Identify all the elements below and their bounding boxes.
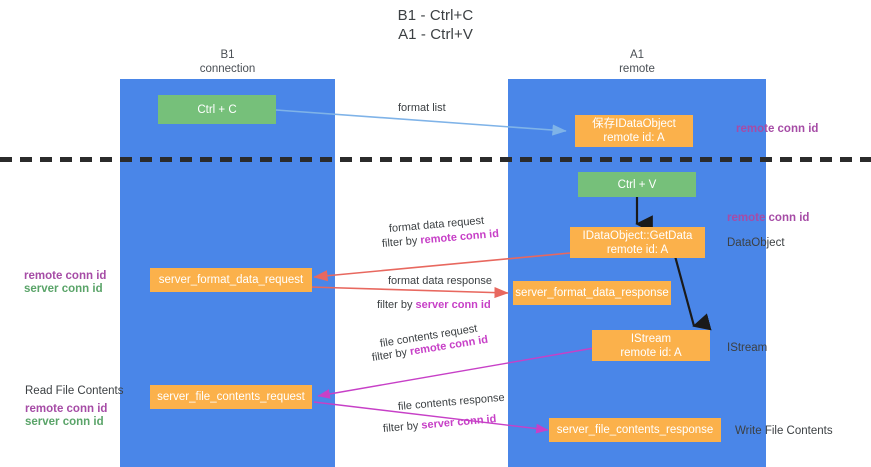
edge-file-contents-request — [317, 347, 595, 399]
column-header-a1-name: A1 — [629, 49, 645, 61]
edge-label-format-data-response: format data response — [388, 274, 492, 288]
node-idataobject-getdata[interactable]: IDataObject::GetData remote id: A — [570, 227, 705, 258]
filter-by-prefix: filter by — [382, 419, 422, 435]
annotation-text: server conn id — [24, 283, 103, 295]
node-server-file-contents-request[interactable]: server_file_contents_request — [150, 385, 312, 409]
annotation-text: DataObject — [727, 237, 785, 249]
node-ctrl-c-label: Ctrl + C — [197, 103, 237, 116]
annotation-text: server conn id — [25, 416, 104, 428]
title-line-1: B1 - Ctrl+C — [397, 7, 474, 24]
column-header-b1-role: connection — [199, 62, 256, 75]
edge-format-data-response — [309, 286, 509, 299]
page-title: B1 - Ctrl+C A1 - Ctrl+V — [0, 6, 871, 44]
annotation-text: Read File Contents — [25, 385, 124, 397]
annotation-text: IStream — [727, 342, 768, 354]
node-server-file-contents-response[interactable]: server_file_contents_response — [549, 418, 721, 442]
filter-key-server-conn-id: server conn id — [415, 299, 491, 311]
annotation-istream: IStream — [727, 341, 767, 355]
column-header-a1: A1 remote — [508, 49, 766, 76]
annotation-dataobject: DataObject — [727, 236, 785, 250]
filter-by-prefix: filter by — [381, 234, 421, 250]
node-server-format-data-request-label: server_format_data_request — [158, 274, 304, 286]
annotation-text: Write File Contents — [735, 425, 833, 437]
node-server-format-data-response[interactable]: server_format_data_response — [513, 281, 671, 305]
node-server-file-contents-request-label: server_file_contents_request — [157, 391, 305, 403]
annotation-text: remote conn id — [727, 212, 810, 224]
node-server-format-data-response-label: server_format_data_response — [515, 287, 669, 299]
filter-by-prefix: filter by — [377, 299, 416, 311]
phase-divider — [0, 157, 871, 162]
annotation-read-file-contents: Read File Contents — [25, 384, 123, 398]
annotation-remote-conn-id-top: remote conn id — [736, 122, 818, 136]
annotation-text: remote conn id — [24, 270, 107, 282]
node-istream[interactable]: IStream remote id: A — [592, 330, 710, 361]
node-server-format-data-request[interactable]: server_format_data_request — [150, 268, 312, 292]
node-server-file-contents-response-label: server_file_contents_response — [556, 424, 714, 436]
node-istream-line1: IStream — [630, 332, 672, 345]
annotation-remote-conn-id-mid: remote conn id — [727, 211, 809, 225]
annotation-left-remote-conn-id-mid: remote conn id — [24, 269, 106, 283]
edge-label-format-data-response-text: format data response — [388, 275, 492, 287]
edge-format-data-request — [313, 252, 571, 282]
annotation-left-remote-conn-id-bottom: remote conn id — [25, 402, 107, 416]
node-save-idataobject-line2: remote id: A — [603, 132, 665, 144]
annotation-text: remote conn id — [25, 403, 108, 415]
edge-file-contents-response — [313, 401, 549, 434]
edge-label-format-data-response-filter: filter by server conn id — [377, 298, 491, 312]
column-header-b1: B1 connection — [120, 49, 335, 76]
column-header-a1-role: remote — [619, 62, 655, 75]
annotation-left-server-conn-id-bottom: server conn id — [25, 415, 104, 429]
node-istream-line2: remote id: A — [620, 346, 682, 359]
edge-label-format-list: format list — [398, 101, 446, 115]
edge-format-list — [275, 109, 567, 136]
title-line-2: A1 - Ctrl+V — [398, 26, 473, 43]
annotation-left-server-conn-id-mid: server conn id — [24, 282, 103, 296]
node-save-idataobject[interactable]: 保存IDataObject remote id: A — [575, 115, 693, 147]
annotation-write-file-contents: Write File Contents — [735, 424, 833, 438]
node-save-idataobject-line1: 保存IDataObject — [592, 118, 676, 130]
node-idataobject-getdata-line1: IDataObject::GetData — [582, 229, 693, 242]
edge-label-format-list-text: format list — [398, 102, 446, 114]
node-ctrl-c[interactable]: Ctrl + C — [158, 95, 276, 124]
node-ctrl-v-label: Ctrl + V — [617, 178, 657, 191]
node-idataobject-getdata-line2: remote id: A — [606, 243, 669, 256]
node-ctrl-v[interactable]: Ctrl + V — [578, 172, 696, 197]
edge-getdata-to-istream — [673, 255, 712, 331]
annotation-text: remote conn id — [736, 123, 819, 135]
column-header-b1-name: B1 — [220, 49, 235, 61]
